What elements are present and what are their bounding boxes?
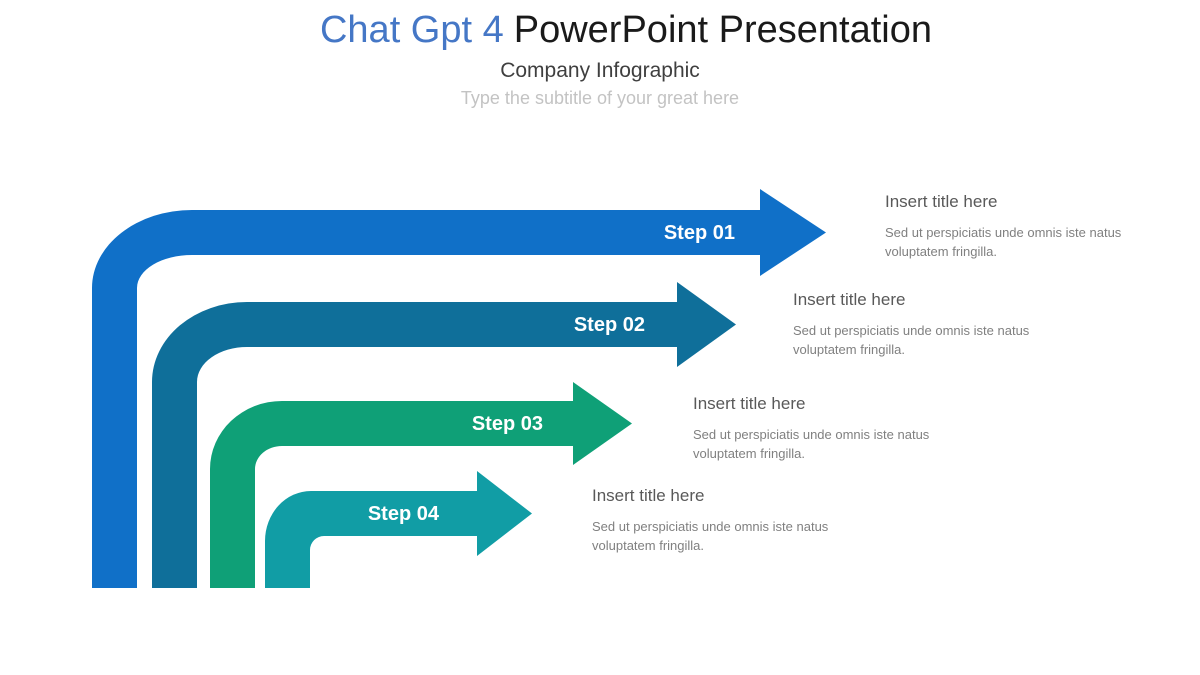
step-01-title: Insert title here	[885, 192, 998, 211]
step-03-arrow-shape	[210, 382, 632, 588]
step-02-arrow-shape	[152, 282, 736, 588]
step-01-arrow-shape	[92, 189, 826, 588]
step-01-text-block: Insert title here Sed ut perspiciatis un…	[885, 190, 1135, 261]
step-02-title: Insert title here	[793, 290, 906, 309]
step-03-label: Step 03	[471, 413, 543, 435]
step-02-text-block: Insert title here Sed ut perspiciatis un…	[793, 288, 1043, 359]
step-02-label: Step 02	[573, 314, 645, 336]
step-03-title: Insert title here	[693, 394, 806, 413]
step-04-description: Sed ut perspiciatis unde omnis iste natu…	[592, 519, 829, 553]
title-accent: Chat Gpt 4	[319, 9, 504, 51]
step-04-text-block: Insert title here Sed ut perspiciatis un…	[592, 484, 842, 555]
step-03-description: Sed ut perspiciatis unde omnis iste natu…	[693, 427, 930, 461]
title-rest: PowerPoint Presentation	[513, 9, 932, 51]
step-01-description: Sed ut perspiciatis unde omnis iste natu…	[885, 225, 1122, 259]
step-02-description: Sed ut perspiciatis unde omnis iste natu…	[793, 323, 1030, 357]
slide-subtitle: Company Infographic	[500, 59, 700, 82]
subtitle-placeholder: Type the subtitle of your great here	[460, 88, 740, 108]
step-04-arrow-shape	[265, 471, 532, 588]
step-03-text-block: Insert title here Sed ut perspiciatis un…	[693, 392, 943, 463]
step-04-label: Step 04	[367, 503, 439, 525]
step-04-title: Insert title here	[592, 486, 705, 505]
step-01-label: Step 01	[663, 222, 735, 244]
